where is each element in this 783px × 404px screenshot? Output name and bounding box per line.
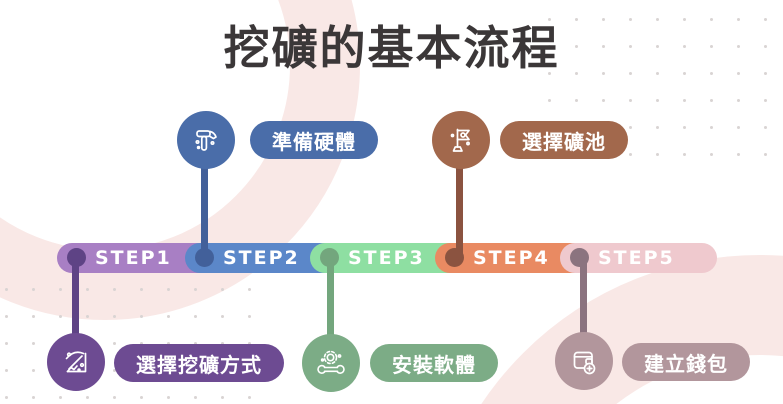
step5-caption-pill[interactable]: 建立錢包 — [622, 343, 750, 381]
step5-caption: 建立錢包 — [644, 351, 728, 376]
step2-caption-pill[interactable]: 準備硬體 — [250, 121, 378, 159]
flag-icon — [432, 111, 490, 169]
pickaxe-icon — [47, 333, 105, 391]
step5-connector-stem — [580, 257, 587, 343]
step1-label: STEP1 — [95, 247, 172, 269]
page-title: 挖礦的基本流程 — [223, 21, 560, 75]
step4-label: STEP4 — [473, 247, 550, 269]
step4-caption: 選擇礦池 — [522, 129, 606, 154]
step2-label: STEP2 — [223, 247, 300, 269]
step1-caption: 選擇挖礦方式 — [136, 352, 262, 377]
step2-connector-stem — [201, 162, 208, 260]
step1-caption-pill[interactable]: 選擇挖礦方式 — [114, 344, 284, 382]
step1-connector-stem — [72, 257, 79, 345]
step3-connector-stem — [327, 257, 334, 345]
step4-caption-pill[interactable]: 選擇礦池 — [500, 121, 628, 159]
step2-caption: 準備硬體 — [272, 129, 356, 154]
step3-label: STEP3 — [348, 247, 425, 269]
gear-wrench-icon — [302, 334, 360, 392]
step3-caption-pill[interactable]: 安裝軟體 — [370, 344, 498, 382]
step4-connector-stem — [456, 162, 463, 260]
wallet-icon — [555, 332, 613, 390]
hammer-icon — [177, 111, 235, 169]
step5-label: STEP5 — [598, 247, 675, 269]
step3-caption: 安裝軟體 — [392, 352, 476, 377]
